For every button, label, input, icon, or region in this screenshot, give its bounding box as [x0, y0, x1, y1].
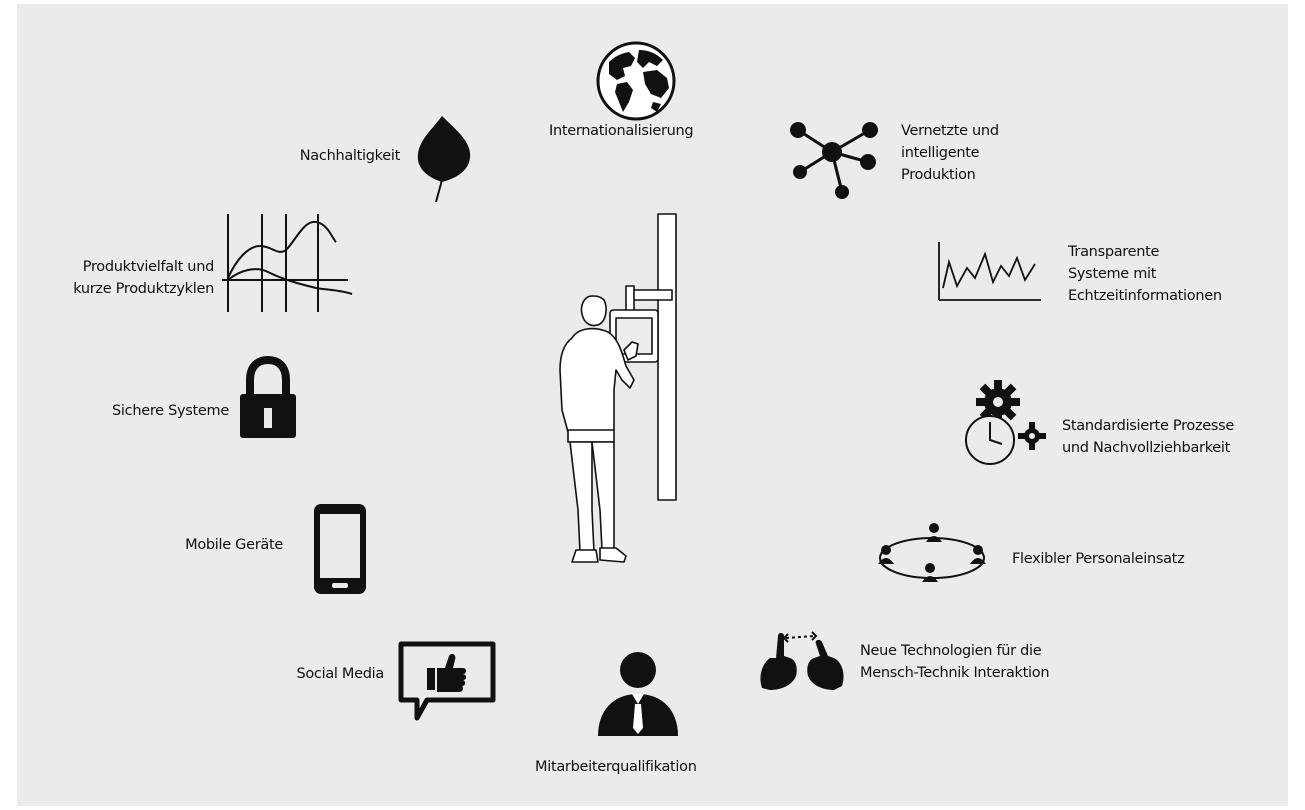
label-produkt-1: Produktvielfalt und — [82, 259, 215, 275]
hands-gesture-icon — [756, 628, 848, 692]
label-sichere: Sichere Systeme — [112, 403, 229, 419]
people-orbit-icon — [872, 520, 992, 590]
label-vernetzte-2: intelligente — [901, 145, 980, 161]
leaf-icon — [410, 108, 480, 204]
network-icon — [786, 118, 886, 204]
gears-clock-icon — [960, 378, 1050, 468]
label-internationalisierung: Internationalisierung — [549, 123, 694, 139]
thumbs-up-chat-icon — [397, 640, 497, 724]
label-vernetzte-3: Produktion — [901, 167, 976, 183]
label-mobile: Mobile Geräte — [185, 537, 283, 553]
product-cycle-chart-icon — [220, 210, 356, 314]
label-flexibler: Flexibler Personaleinsatz — [1012, 551, 1185, 567]
label-standard-2: und Nachvollziehbarkeit — [1062, 440, 1231, 456]
label-mitarbeiter: Mitarbeiterqualifikation — [535, 759, 697, 775]
globe-icon — [595, 40, 677, 122]
label-neue-1: Neue Technologien für die — [860, 643, 1042, 659]
worker-terminal-illustration — [548, 210, 688, 580]
label-standard-1: Standardisierte Prozesse — [1062, 418, 1235, 434]
chart-line-icon — [935, 240, 1045, 304]
smartphone-icon — [312, 502, 368, 596]
label-neue-2: Mensch-Technik Interaktion — [860, 665, 1050, 681]
label-transparente-2: Systeme mit — [1068, 266, 1157, 282]
label-transparente-3: Echtzeitinformationen — [1068, 288, 1222, 304]
label-transparente-1: Transparente — [1068, 244, 1160, 260]
label-social: Social Media — [296, 666, 384, 682]
padlock-icon — [236, 356, 300, 440]
employee-icon — [592, 650, 684, 738]
label-produkt-2: kurze Produktzyklen — [73, 281, 214, 297]
label-vernetzte-1: Vernetzte und — [901, 123, 999, 139]
label-nachhaltigkeit: Nachhaltigkeit — [299, 148, 401, 164]
